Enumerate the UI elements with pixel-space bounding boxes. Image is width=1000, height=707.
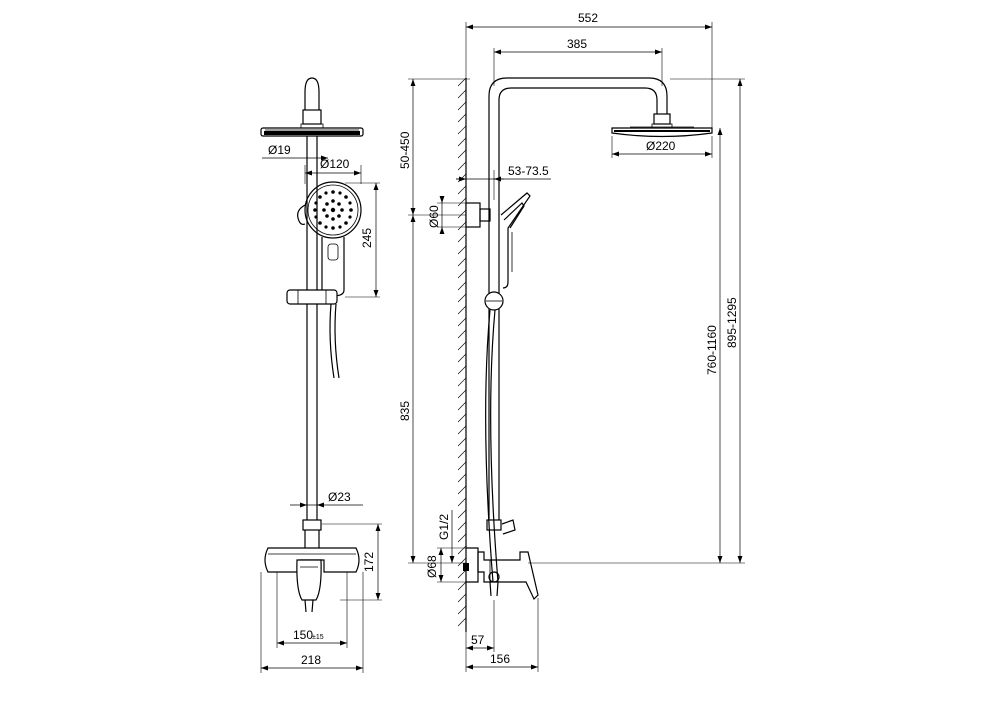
lower-connector <box>302 519 322 531</box>
hose-front <box>329 303 335 379</box>
side-view: 552 385 50-450 Ø220 53-73.5 Ø60 835 <box>398 11 745 672</box>
dim-diameter-23: Ø23 <box>328 490 351 504</box>
dim-218: 218 <box>301 653 321 667</box>
mixer-front <box>264 547 360 613</box>
dim-50-450: 50-450 <box>398 131 412 169</box>
dim-150: 150 <box>293 628 313 642</box>
dim-385: 385 <box>567 37 587 51</box>
wall <box>457 77 467 632</box>
head-shower-front <box>260 127 364 137</box>
dim-g1-2: G1/2 <box>437 514 451 540</box>
dim-245: 245 <box>360 228 374 248</box>
dim-diameter-19: Ø19 <box>268 143 291 157</box>
dim-156: 156 <box>490 652 510 666</box>
arm-nut <box>302 109 322 125</box>
dim-diameter-120: Ø120 <box>320 157 350 171</box>
nozzle-pattern <box>313 190 353 230</box>
dim-552: 552 <box>578 11 598 25</box>
riser-arm-inner <box>498 87 658 520</box>
dim-150-tolerance: ±15 <box>312 634 324 641</box>
dim-diameter-68: Ø68 <box>425 555 439 578</box>
dim-diameter-60: Ø60 <box>427 205 441 228</box>
hand-shower-front <box>304 181 362 297</box>
dim-760-1160: 760-1160 <box>705 325 719 375</box>
lower-elbow <box>304 530 320 548</box>
dim-53-73-5: 53-73.5 <box>508 164 549 178</box>
shower-arm-top <box>304 77 320 110</box>
dim-57: 57 <box>471 633 485 647</box>
front-view: Ø19 Ø120 245 Ø23 172 150 ±15 218 <box>260 77 382 673</box>
hose-side <box>485 309 494 583</box>
head-nut <box>653 113 671 125</box>
dim-835: 835 <box>398 401 412 421</box>
dim-diameter-220: Ø220 <box>646 139 676 153</box>
dim-172: 172 <box>362 552 376 572</box>
hand-shower-side <box>500 192 531 289</box>
head-shower-side <box>611 126 713 138</box>
mixer-side-body <box>477 551 539 601</box>
holder-clamp <box>297 204 306 225</box>
wall-holder-side <box>465 202 481 228</box>
riser-arm-outer <box>488 77 668 520</box>
slider-block <box>286 289 338 305</box>
dim-895-1295: 895-1295 <box>725 297 739 348</box>
